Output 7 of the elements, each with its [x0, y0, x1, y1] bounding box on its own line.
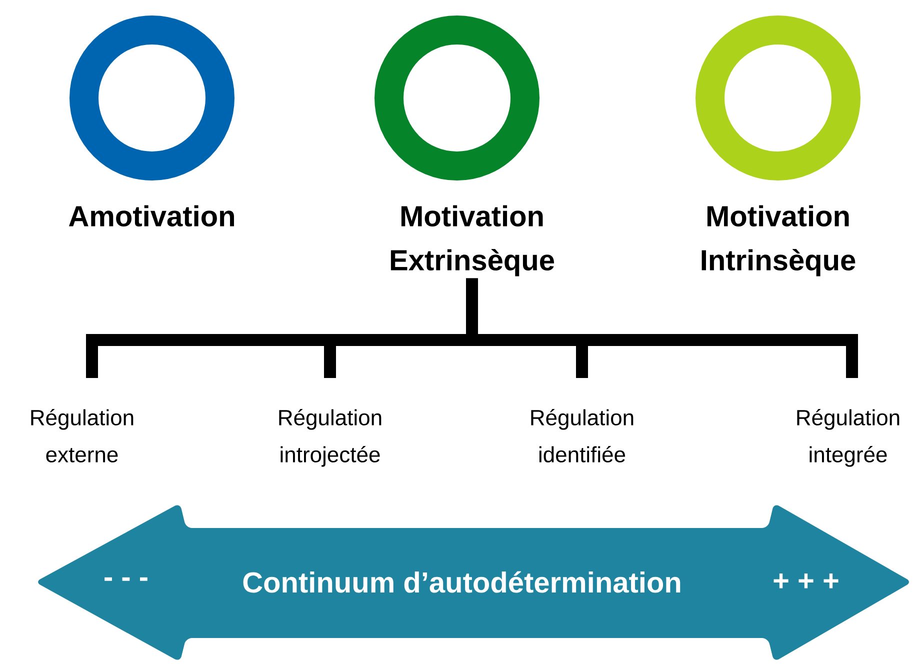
regulation-label: Régulation externe	[31, 409, 134, 462]
heading: Motivation Extrinsèque	[390, 205, 554, 276]
heading: Amotivation	[68, 205, 234, 226]
regulation-label: Régulation introjectée	[279, 409, 382, 467]
regulation-label: Régulation integrée	[797, 409, 900, 467]
regulation-label: Régulation identifiée	[531, 409, 634, 462]
heading: Motivation Intrinsèque	[702, 205, 856, 276]
